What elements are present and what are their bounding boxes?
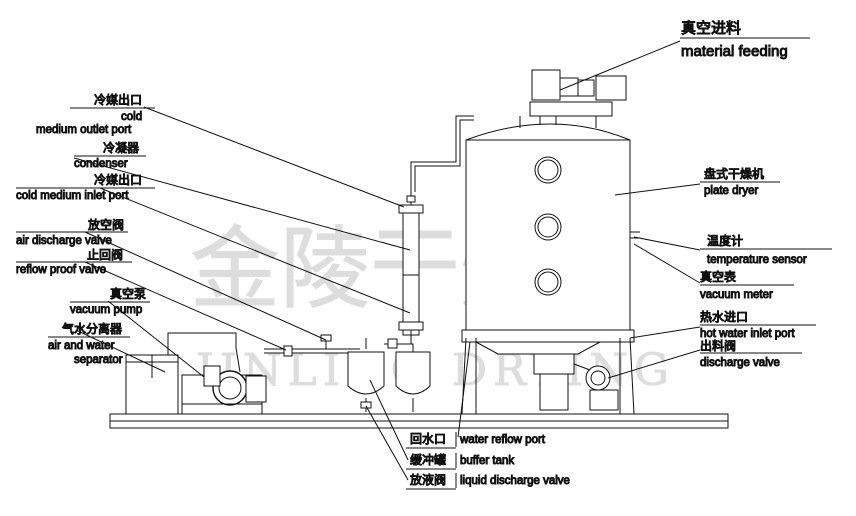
air-discharge-en: air discharge valve [16, 235, 112, 247]
air-discharge-zh: 放空阀 [88, 217, 124, 232]
separator-zh: 气水分离器 [62, 321, 122, 336]
label-condenser: 冷凝器 condenser [74, 140, 146, 171]
floor-base [109, 413, 729, 429]
label-water-reflow: 回水口 water reflow port [410, 432, 546, 447]
temperature-sensor-en: temperature sensor [707, 254, 807, 266]
material-feeding-en: material feeding [681, 43, 788, 60]
air-water-separator [125, 332, 237, 415]
water-reflow-zh: 回水口 [410, 432, 446, 446]
buffer-tank-zh: 缓冲罐 [410, 452, 446, 467]
label-liquid-discharge: 放液阀 liquid discharge valve [410, 472, 570, 488]
label-discharge-valve: 出料阀 discharge valve [700, 339, 802, 370]
cold-medium-outlet-en1: cold [121, 111, 142, 123]
leader-lines [73, 40, 701, 481]
material-feeding-zh: 真空进料 [681, 19, 741, 37]
top-drive [519, 69, 627, 128]
label-cold-medium-outlet: 冷媒出口 cold medium outlet port [36, 93, 155, 137]
plate-dryer [461, 123, 640, 415]
label-reflow-proof: 止回阀 reflow proof valve [16, 248, 132, 277]
condenser-zh: 冷凝器 [103, 140, 139, 155]
reflow-proof-zh: 止回阀 [87, 248, 123, 262]
label-vacuum-pump: 真空泵 vacuum pump [70, 287, 150, 317]
liquid-discharge-en: liquid discharge valve [460, 475, 570, 487]
label-vacuum-meter: 真空表 vacuum meter [700, 270, 794, 302]
cold-medium-outlet-zh: 冷媒出口 [94, 93, 142, 107]
condensate-tank [384, 338, 431, 412]
label-separator: 气水分离器 air and water separator [48, 321, 130, 367]
separator-en1: air and water [48, 340, 115, 352]
label-cold-medium-inlet: 冷媒出口 cold medium inlet port [16, 173, 155, 203]
vacuum-pump [181, 347, 267, 415]
label-material-feeding: 真空进料 material feeding [680, 19, 810, 61]
cold-medium-inlet-zh: 冷媒出口 [94, 173, 142, 187]
label-plate-dryer: 盘式干燥机 plate dryer [700, 166, 780, 198]
hot-water-inlet-zh: 热水进口 [700, 310, 748, 324]
hot-water-inlet-en: hot water inlet port [700, 328, 795, 340]
buffer-tank [347, 338, 385, 412]
separator-en2: separator [74, 354, 123, 366]
vacuum-meter-zh: 真空表 [700, 270, 736, 284]
vacuum-pump-en: vacuum pump [70, 304, 142, 316]
label-buffer-tank: 缓冲罐 buffer tank [410, 452, 515, 468]
cold-medium-inlet-en: cold medium inlet port [16, 190, 129, 202]
vacuum-meter-en: vacuum meter [700, 289, 773, 301]
temperature-sensor-zh: 温度计 [707, 233, 743, 248]
cold-medium-outlet-en2: medium outlet port [36, 124, 132, 136]
vacuum-pump-zh: 真空泵 [110, 287, 146, 301]
liquid-discharge-zh: 放液阀 [410, 472, 446, 487]
discharge-assembly [533, 353, 619, 411]
label-air-discharge: 放空阀 air discharge valve [16, 217, 128, 248]
plate-dryer-en: plate dryer [704, 185, 759, 197]
label-hot-water-inlet: 热水进口 hot water inlet port [700, 310, 816, 341]
discharge-valve-en: discharge valve [700, 357, 780, 369]
condenser-column [398, 115, 474, 344]
buffer-tank-en: buffer tank [460, 455, 514, 467]
reflow-proof-en: reflow proof valve [16, 264, 106, 276]
discharge-valve-zh: 出料阀 [700, 339, 736, 353]
label-temperature-sensor: 温度计 temperature sensor [700, 233, 832, 267]
water-reflow-en: water reflow port [459, 434, 546, 446]
plate-dryer-zh: 盘式干燥机 [704, 166, 764, 181]
condenser-en: condenser [74, 158, 128, 170]
